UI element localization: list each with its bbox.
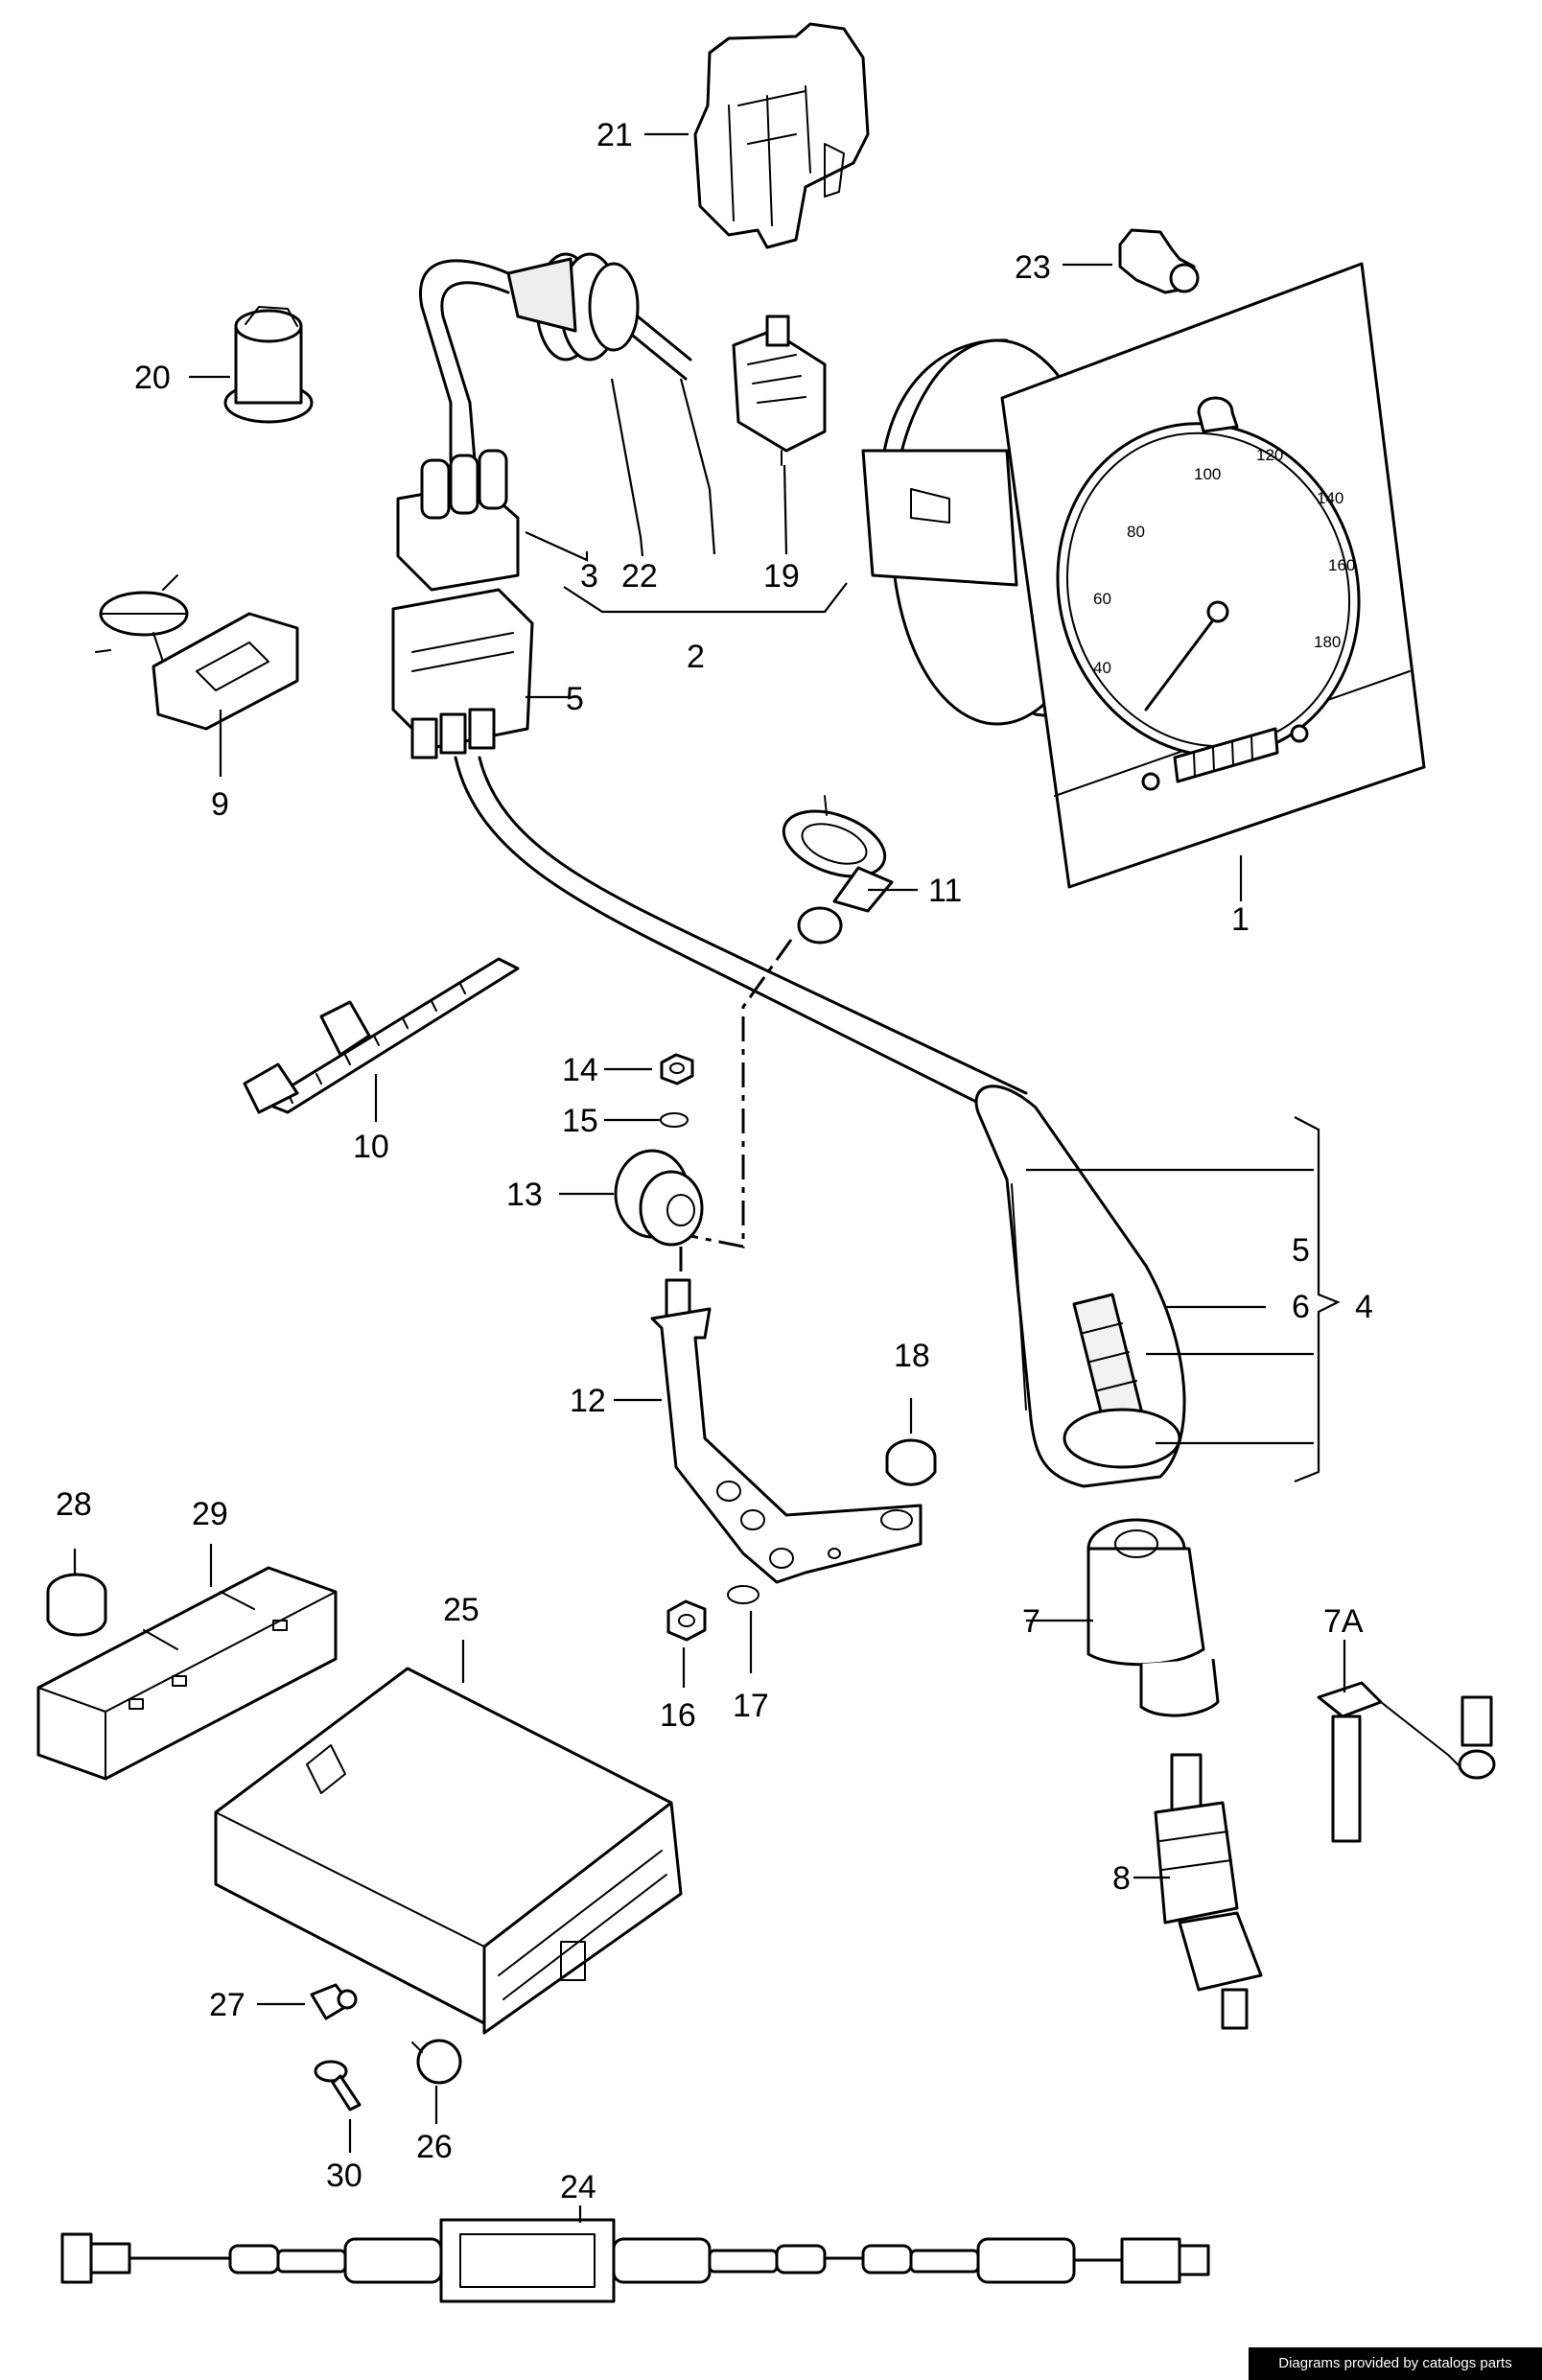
part-8-drive-pinion <box>1154 1753 1263 2030</box>
callout-24: 24 <box>560 2169 596 2205</box>
callout-5a: 5 <box>566 681 584 717</box>
callout-22: 22 <box>621 558 658 595</box>
part-17-washer <box>727 1585 759 1604</box>
part-14-nut <box>660 1053 694 1085</box>
callout-27: 27 <box>209 1987 245 2023</box>
callout-6: 6 <box>1292 1289 1310 1325</box>
dial-label-80: 80 <box>1127 523 1145 541</box>
callout-4: 4 <box>1355 1289 1373 1325</box>
callout-5b: 5 <box>1292 1232 1310 1269</box>
callout-18: 18 <box>894 1338 930 1374</box>
part-15-washer <box>660 1112 689 1128</box>
part-27-plug <box>310 1983 358 2020</box>
callout-21: 21 <box>596 117 633 153</box>
part-11-clamp <box>782 795 894 945</box>
watermark-banner: Diagrams provided by catalogs parts <box>1249 2347 1542 2380</box>
part-5-connector <box>391 588 534 759</box>
part-1-speedometer: 40 60 80 100 120 140 160 180 <box>861 262 1426 889</box>
part-25-control-unit <box>214 1667 683 2035</box>
callout-13: 13 <box>506 1177 543 1213</box>
part-20-socket <box>223 306 314 424</box>
callout-16: 16 <box>660 1697 696 1734</box>
part-12-bracket <box>650 1278 923 1584</box>
part-10-cable-tie <box>243 957 520 1114</box>
callout-12: 12 <box>570 1383 606 1419</box>
callout-28: 28 <box>56 1486 92 1523</box>
dial-label-140: 140 <box>1317 489 1343 507</box>
part-26-clip <box>411 2039 462 2085</box>
part-22-grommet <box>506 252 692 381</box>
part-23-bulb <box>1118 228 1200 294</box>
callout-19: 19 <box>763 558 800 595</box>
part-3-connector <box>396 449 520 592</box>
part-28-cap <box>46 1573 107 1637</box>
part-2-wiring-harness <box>391 252 1028 1124</box>
part-19-connector <box>732 315 827 466</box>
callout-29: 29 <box>192 1496 228 1532</box>
dial-label-60: 60 <box>1093 590 1111 608</box>
callout-17: 17 <box>733 1688 769 1724</box>
callout-7a: 7A <box>1323 1603 1364 1640</box>
dial-label-160: 160 <box>1328 556 1355 574</box>
callout-15: 15 <box>562 1103 598 1139</box>
dial-label-40: 40 <box>1093 659 1111 677</box>
part-21-relay-holder <box>693 22 870 249</box>
callout-23: 23 <box>1015 249 1051 286</box>
part-9-sender <box>95 574 299 731</box>
callout-14: 14 <box>562 1052 598 1088</box>
callouts: 21 23 20 3 22 19 2 5 9 11 1 10 14 15 13 … <box>56 117 1373 2205</box>
dial-label-100: 100 <box>1194 465 1221 483</box>
part-7a-sender <box>1317 1681 1496 1843</box>
part-30-screw <box>314 2060 362 2112</box>
part-24-adapter-harness <box>60 2218 1210 2303</box>
callout-9: 9 <box>211 786 229 823</box>
callout-20: 20 <box>134 360 171 396</box>
part-29-frame <box>36 1566 338 1781</box>
callout-10: 10 <box>353 1129 389 1165</box>
callout-11: 11 <box>928 873 962 909</box>
dial-label-120: 120 <box>1256 446 1283 464</box>
callout-26: 26 <box>416 2129 453 2165</box>
callout-25: 25 <box>443 1592 479 1628</box>
part-7-sender <box>1086 1518 1220 1717</box>
leader-lines <box>73 132 1346 2223</box>
part-18-plug <box>885 1438 937 1486</box>
callout-2: 2 <box>687 639 705 675</box>
part-4-speedometer-cable <box>974 1085 1186 1488</box>
callout-3: 3 <box>580 558 598 595</box>
part-13-bushing <box>614 1149 704 1247</box>
callout-30: 30 <box>326 2158 362 2194</box>
callout-8: 8 <box>1112 1860 1131 1897</box>
callout-1: 1 <box>1231 901 1250 938</box>
part-16-nut <box>666 1599 707 1642</box>
callout-7: 7 <box>1022 1603 1040 1640</box>
dial-label-180: 180 <box>1314 633 1341 651</box>
